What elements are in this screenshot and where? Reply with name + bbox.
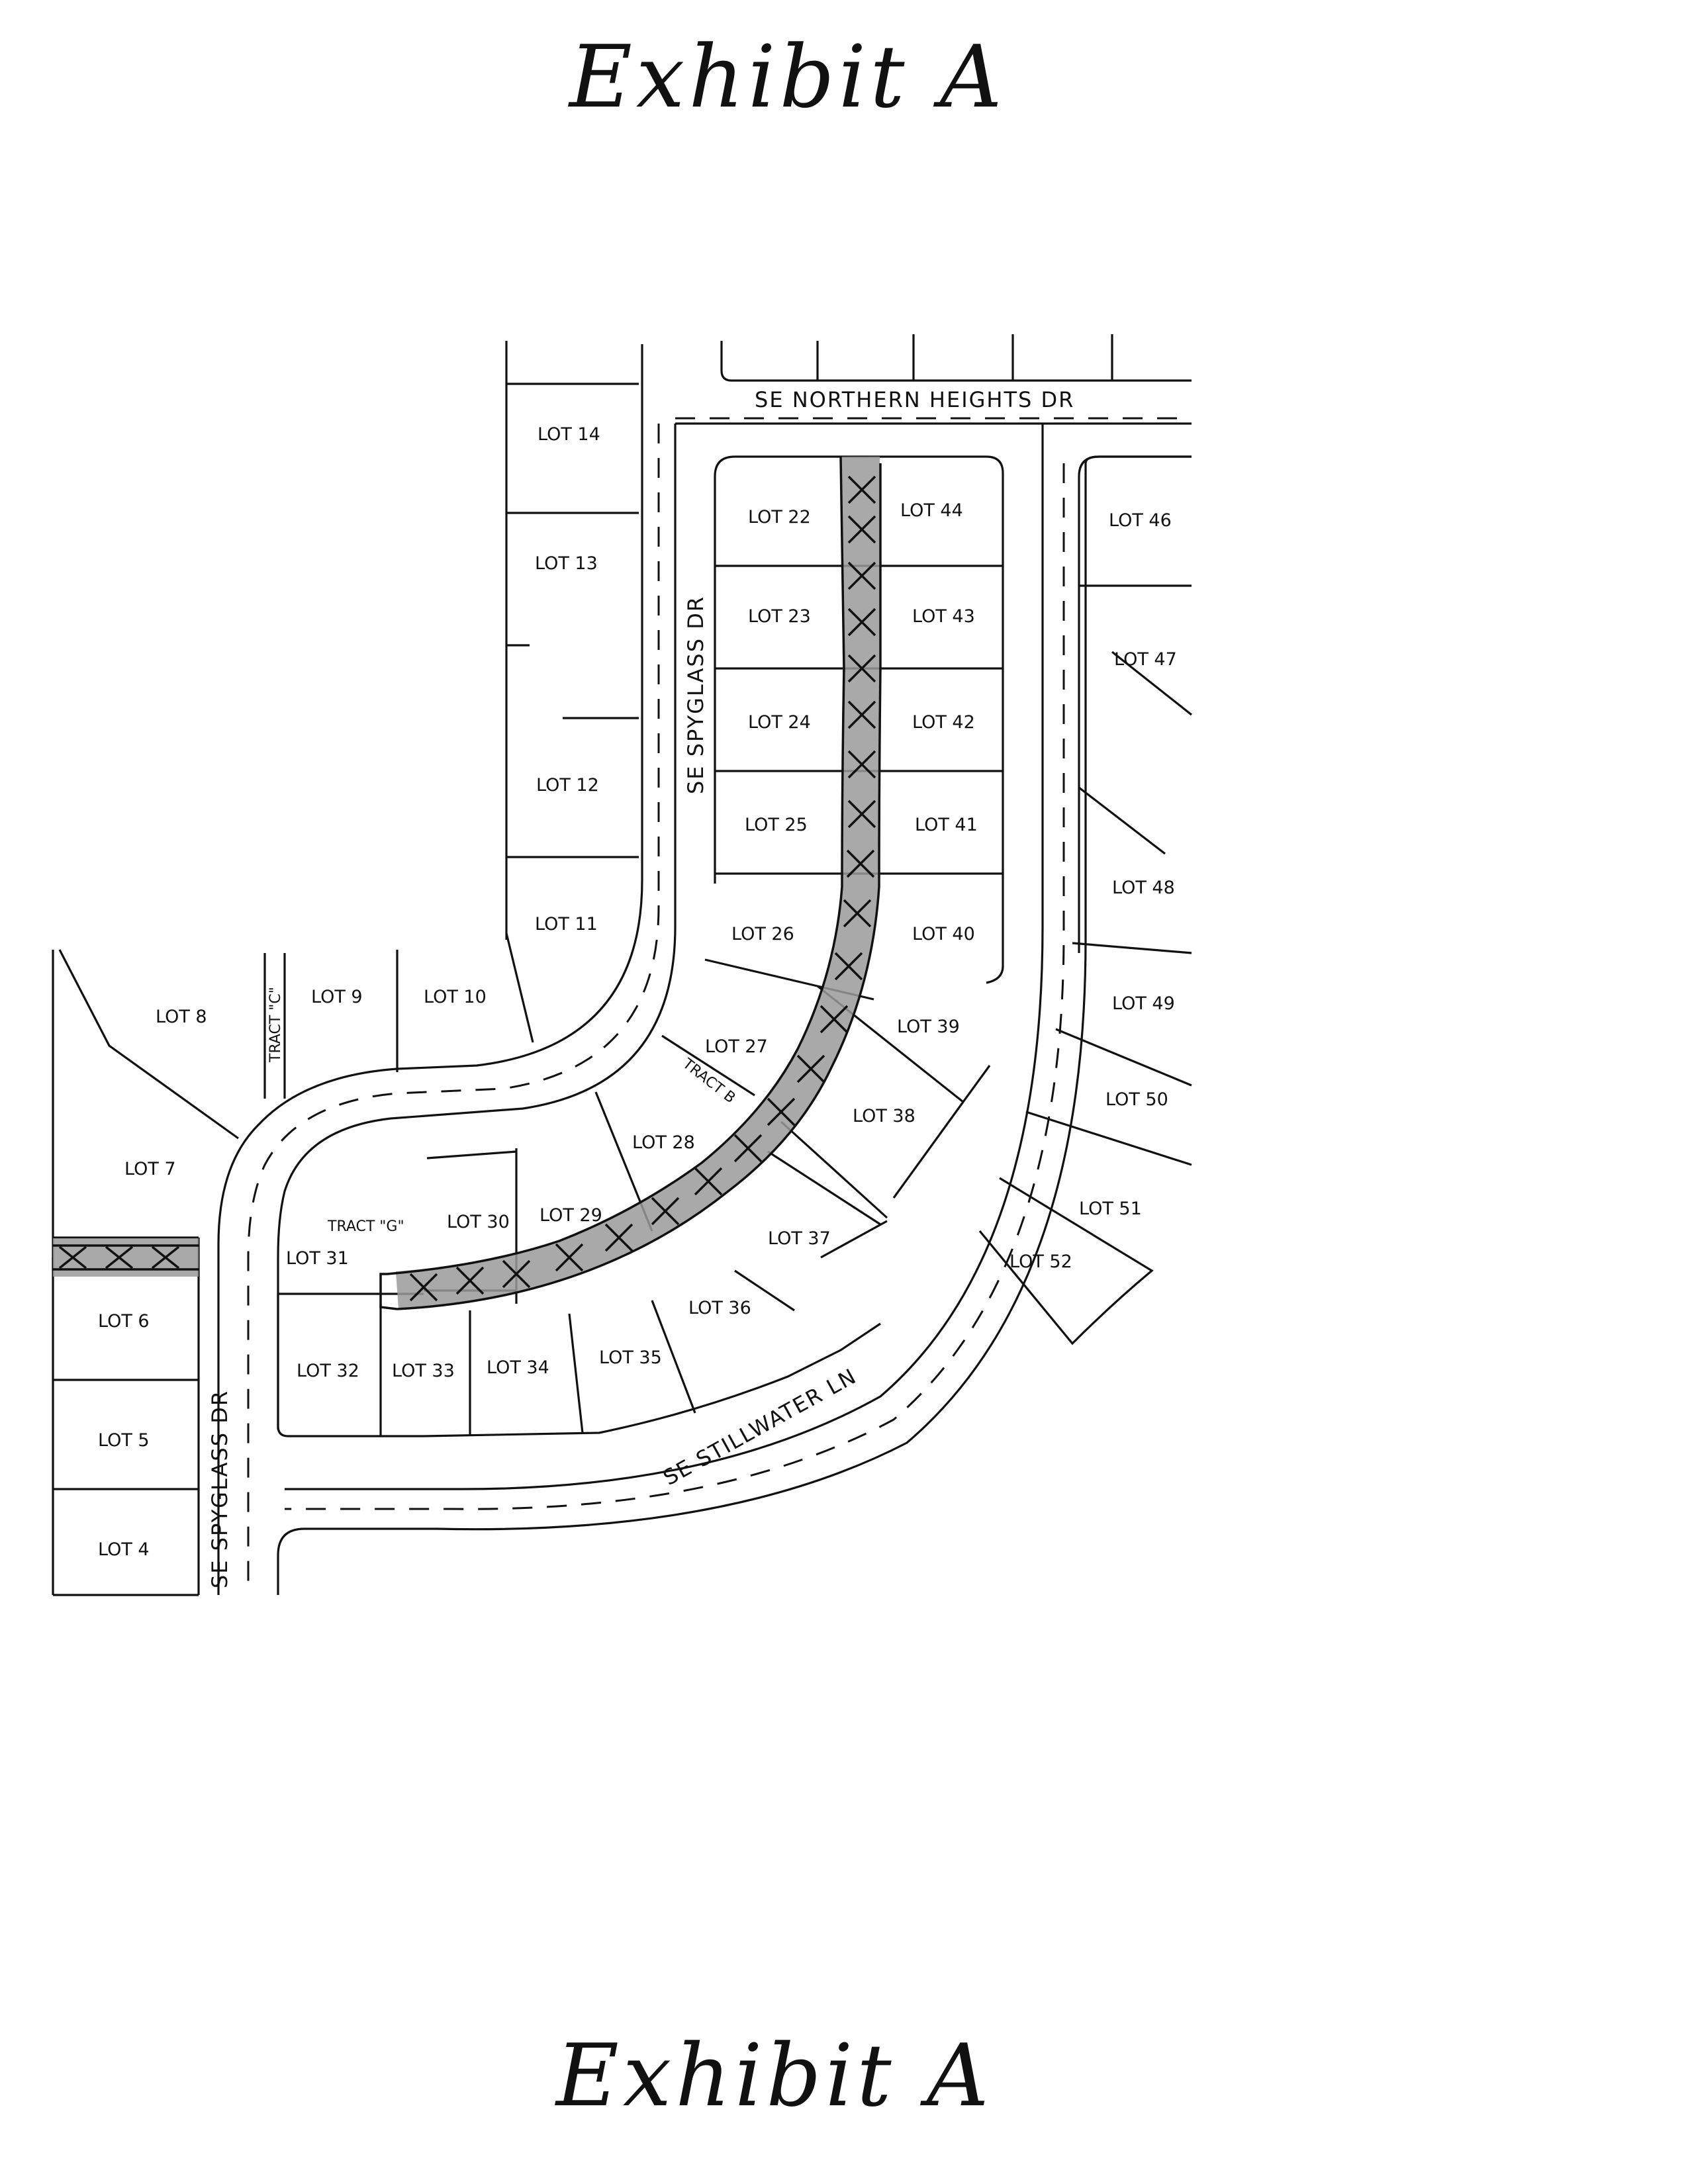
stillwater-south-edge	[277, 463, 1087, 1595]
lot-10-label: LOT 10	[424, 987, 487, 1007]
street-label-stillwater: SE STILLWATER LN	[659, 1363, 861, 1490]
lot-41-label: LOT 41	[915, 815, 978, 835]
lot-52-label: LOT 52	[1009, 1251, 1072, 1272]
spyglass-east-edge	[277, 424, 677, 1430]
lot-29-label: LOT 29	[539, 1205, 602, 1226]
lot-13-label: LOT 13	[535, 553, 598, 574]
tract-b-label: TRACT B	[679, 1055, 739, 1107]
spyglass-centerline	[247, 424, 660, 1595]
lot-7-label: LOT 7	[124, 1159, 176, 1179]
exhibit-title-top: Exhibit A	[569, 26, 1006, 127]
lot-8-label: LOT 8	[156, 1007, 207, 1027]
street-label-spyglass-lower: SE SPYGLASS DR	[207, 1390, 232, 1588]
lot-47-label: LOT 47	[1114, 649, 1177, 670]
lot-25-label: LOT 25	[745, 815, 808, 835]
lot-labels: LOT 14 LOT 13 LOT 12 LOT 11 LOT 10 LOT 9…	[98, 424, 1177, 1560]
lot-49-label: LOT 49	[1112, 993, 1175, 1014]
easement-x-marks	[58, 475, 876, 1302]
lot-28-label: LOT 28	[632, 1132, 695, 1153]
lot-33-label: LOT 33	[392, 1361, 455, 1381]
lot-46-label: LOT 46	[1109, 510, 1172, 531]
lot-44-label: LOT 44	[900, 500, 963, 521]
lot-39-label: LOT 39	[897, 1017, 960, 1037]
spyglass-west-edge	[217, 344, 643, 1595]
tract-c-label: TRACT "C"	[267, 987, 284, 1063]
lot-35-label: LOT 35	[599, 1347, 662, 1368]
lot-43-label: LOT 43	[912, 606, 975, 627]
lot-40-label: LOT 40	[912, 924, 975, 944]
tract-g-label: TRACT "G"	[327, 1218, 404, 1235]
lot-27-label: LOT 27	[705, 1036, 768, 1057]
lot-24-label: LOT 24	[748, 712, 811, 733]
stillwater-centerline	[285, 463, 1065, 1510]
lot-4-label: LOT 4	[98, 1539, 150, 1560]
lot-36-label: LOT 36	[688, 1298, 751, 1318]
street-label-spyglass-upper: SE SPYGLASS DR	[683, 596, 708, 794]
lot-6-label: LOT 6	[98, 1311, 150, 1332]
northern-heights-north-edge	[720, 341, 1192, 382]
lot-26-label: LOT 26	[731, 924, 794, 944]
lot-42-label: LOT 42	[912, 712, 975, 733]
lot-23-label: LOT 23	[748, 606, 811, 627]
easement-strips	[53, 456, 882, 1310]
lot-50-label: LOT 50	[1105, 1089, 1168, 1110]
exhibit-title-bottom: Exhibit A	[556, 2025, 993, 2126]
lot-12-label: LOT 12	[536, 775, 599, 796]
lot-34-label: LOT 34	[487, 1357, 549, 1378]
lot-31-label: LOT 31	[286, 1248, 349, 1269]
street-linework	[217, 341, 1192, 1595]
lot-5-label: LOT 5	[98, 1430, 150, 1451]
lot-37-label: LOT 37	[768, 1228, 831, 1249]
lot-14-label: LOT 14	[538, 424, 600, 445]
lot-30-label: LOT 30	[447, 1212, 510, 1232]
lot-32-label: LOT 32	[297, 1361, 359, 1381]
lot-51-label: LOT 51	[1079, 1199, 1142, 1219]
street-label-northern-heights: SE NORTHERN HEIGHTS DR	[755, 387, 1074, 412]
lot-11-label: LOT 11	[535, 914, 598, 934]
lot-38-label: LOT 38	[853, 1106, 915, 1126]
lot-48-label: LOT 48	[1112, 878, 1175, 898]
lot-9-label: LOT 9	[311, 987, 363, 1007]
lot-22-label: LOT 22	[748, 507, 811, 527]
stillwater-north-edge	[285, 424, 1044, 1490]
